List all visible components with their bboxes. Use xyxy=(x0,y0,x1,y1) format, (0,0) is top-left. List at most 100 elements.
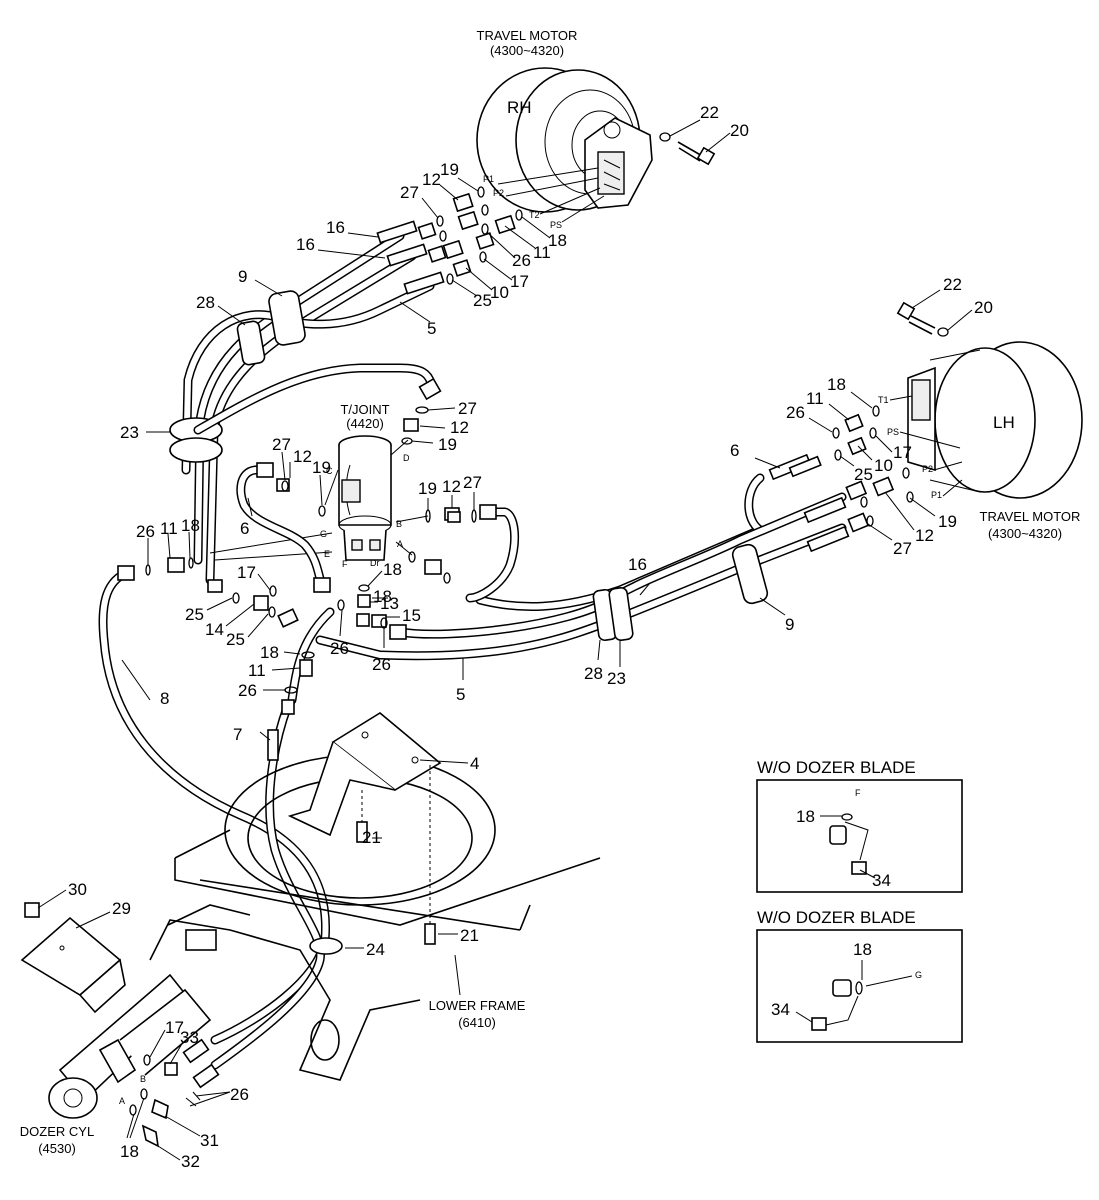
travel-motor-lh: LH xyxy=(907,341,1083,499)
dozer-port-b: B xyxy=(140,1074,146,1084)
callout-23-lh: 23 xyxy=(607,669,626,688)
callout-18-d: 18 xyxy=(120,1142,139,1161)
travel-motor-rh: RH xyxy=(476,67,653,213)
inset-2-part-18: 18 xyxy=(853,940,872,959)
callout-20-lh: 20 xyxy=(974,298,993,317)
dozer-title: DOZER CYL xyxy=(20,1124,94,1139)
callout-25: 25 xyxy=(473,291,492,310)
callout-11-lh: 11 xyxy=(806,389,824,408)
callout-5-j: 5 xyxy=(456,685,465,704)
callout-24: 24 xyxy=(366,940,385,959)
callout-21a: 21 xyxy=(362,828,381,847)
hose-bundle-rh xyxy=(181,231,435,585)
callout-17-d: 17 xyxy=(165,1018,184,1037)
rh-port-ps: PS xyxy=(550,220,562,230)
callout-26-j3: 26 xyxy=(372,655,391,674)
inset-1-port: F xyxy=(855,788,861,798)
callout-28-lh: 28 xyxy=(584,664,603,683)
joint-fittings xyxy=(167,377,497,677)
callout-18: 18 xyxy=(548,231,567,250)
callout-18-j4: 18 xyxy=(260,643,279,662)
callout-26-j2: 26 xyxy=(330,639,349,658)
callout-21b: 21 xyxy=(460,926,479,945)
callout-12-j3: 12 xyxy=(442,477,461,496)
callout-10-lh: 10 xyxy=(874,456,893,475)
lh-port-p1: P1 xyxy=(931,490,942,500)
joint-port-d: D xyxy=(403,453,410,463)
callout-19-lh: 19 xyxy=(938,512,957,531)
callout-16b: 16 xyxy=(296,235,315,254)
lh-port-p2: P2 xyxy=(922,464,933,474)
rh-hose-fittings xyxy=(376,192,516,295)
lh-motor-title: TRAVEL MOTOR xyxy=(980,509,1081,524)
frame-title: LOWER FRAME xyxy=(429,998,526,1013)
bracket xyxy=(287,712,442,837)
callout-19: 19 xyxy=(440,160,459,179)
callout-27-lh: 27 xyxy=(893,539,912,558)
callout-20: 20 xyxy=(730,121,749,140)
rh-port-t2: T2 xyxy=(529,210,540,220)
inset-2-title: W/O DOZER BLADE xyxy=(757,908,916,927)
joint-port-b: B xyxy=(396,519,402,529)
callout-26: 26 xyxy=(512,251,531,270)
callout-12-j2: 12 xyxy=(293,447,312,466)
rh-motor-title: TRAVEL MOTOR xyxy=(477,28,578,43)
callout-27-j1: 27 xyxy=(458,399,477,418)
callout-17-lh: 17 xyxy=(893,443,912,462)
joint-port-f: F xyxy=(342,559,348,569)
callout-9-lh: 9 xyxy=(785,615,794,634)
callout-7: 7 xyxy=(233,725,242,744)
lh-port-t1: T1 xyxy=(878,395,889,405)
joint-port-lines xyxy=(209,439,429,561)
lh-side-label: LH xyxy=(993,413,1015,432)
callout-26-j4: 26 xyxy=(238,681,257,700)
joint-port-a: A xyxy=(397,539,403,549)
callout-32: 32 xyxy=(181,1152,200,1171)
callout-19-j3: 19 xyxy=(418,479,437,498)
dozer-port-a: A xyxy=(119,1096,125,1106)
callout-26-j: 26 xyxy=(136,522,155,541)
dozer-hoses xyxy=(98,567,331,1070)
callout-16-lh: 16 xyxy=(628,555,647,574)
lh-hose-fittings xyxy=(768,413,895,553)
callout-28: 28 xyxy=(196,293,215,312)
lh-motor-bolt xyxy=(896,301,949,337)
inset-1: W/O DOZER BLADE F 18 34 xyxy=(756,758,963,893)
inset-1-part-18: 18 xyxy=(796,807,815,826)
callout-31: 31 xyxy=(200,1131,219,1150)
callout-12-j1: 12 xyxy=(450,418,469,437)
lh-port-ps: PS xyxy=(887,427,899,437)
inset-1-part-34: 34 xyxy=(872,871,891,890)
callout-4: 4 xyxy=(470,754,479,773)
inset-2-port: G xyxy=(915,970,922,980)
rh-motor-code: (4300~4320) xyxy=(490,43,564,58)
callout-19-j2: 19 xyxy=(312,458,331,477)
callout-25-j1: 25 xyxy=(185,605,204,624)
joint-code: (4420) xyxy=(346,416,384,431)
callout-6-j: 6 xyxy=(240,519,249,538)
joint-port-dr: Dr xyxy=(370,558,380,568)
callout-27: 27 xyxy=(400,183,419,202)
callout-26-d: 26 xyxy=(230,1085,249,1104)
callout-22: 22 xyxy=(700,103,719,122)
callout-17-j: 17 xyxy=(237,563,256,582)
callout-11-j: 11 xyxy=(160,519,178,538)
callout-15-j: 15 xyxy=(402,606,421,625)
callout-11: 11 xyxy=(533,243,551,262)
callout-8: 8 xyxy=(160,689,169,708)
bolts-21 xyxy=(356,765,436,945)
callout-30: 30 xyxy=(68,880,87,899)
callout-27-j3: 27 xyxy=(463,473,482,492)
clamps-right xyxy=(592,543,769,642)
joint-port-e: E xyxy=(324,549,330,559)
callout-13-j: 13 xyxy=(380,594,399,613)
callout-18-j3: 18 xyxy=(373,587,392,606)
inset-2-part-34: 34 xyxy=(771,1000,790,1019)
rh-port-p2: P2 xyxy=(493,188,504,198)
callout-12: 12 xyxy=(422,170,441,189)
lh-orings xyxy=(832,405,914,527)
callout-25-j2: 25 xyxy=(226,630,245,649)
joint-port-c: C xyxy=(326,466,333,476)
frame-code: (6410) xyxy=(458,1015,496,1030)
